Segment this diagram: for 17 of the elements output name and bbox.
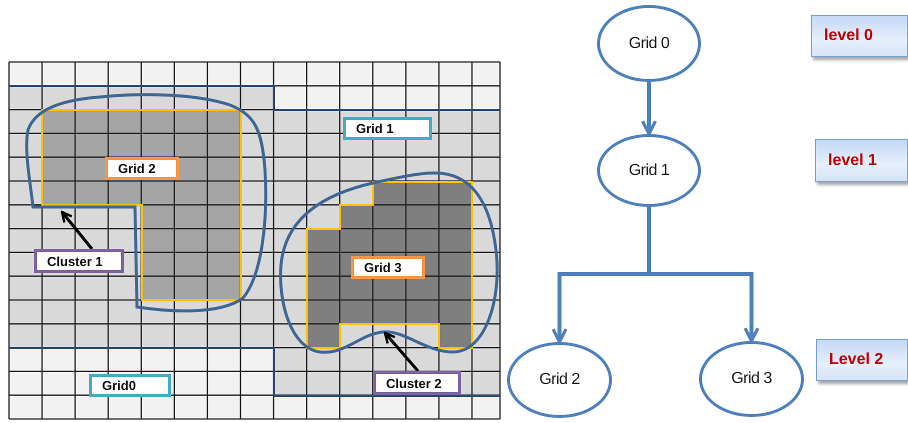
level-box: Level 2 <box>816 339 908 381</box>
cluster-outline <box>279 172 499 354</box>
level-box: level 1 <box>815 139 908 182</box>
grid-node-ellipse: Grid 2 <box>507 342 612 418</box>
grid-node-ellipse: Grid 1 <box>597 134 701 207</box>
grid-node-ellipse: Grid 3 <box>699 341 804 417</box>
leader-arrow <box>60 210 94 250</box>
level-box: level 0 <box>811 15 908 57</box>
grid-label: Grid 3 <box>351 256 425 279</box>
grid-label: Grid 2 <box>105 157 179 180</box>
cluster-label: Cluster 1 <box>34 249 124 273</box>
grid-node-ellipse: Grid 0 <box>597 5 701 82</box>
grid-label: Grid0 <box>89 374 171 397</box>
cluster-label: Cluster 2 <box>373 371 461 395</box>
arrow <box>641 82 657 136</box>
grid-label: Grid 1 <box>343 117 432 140</box>
leader-arrow <box>384 332 420 372</box>
